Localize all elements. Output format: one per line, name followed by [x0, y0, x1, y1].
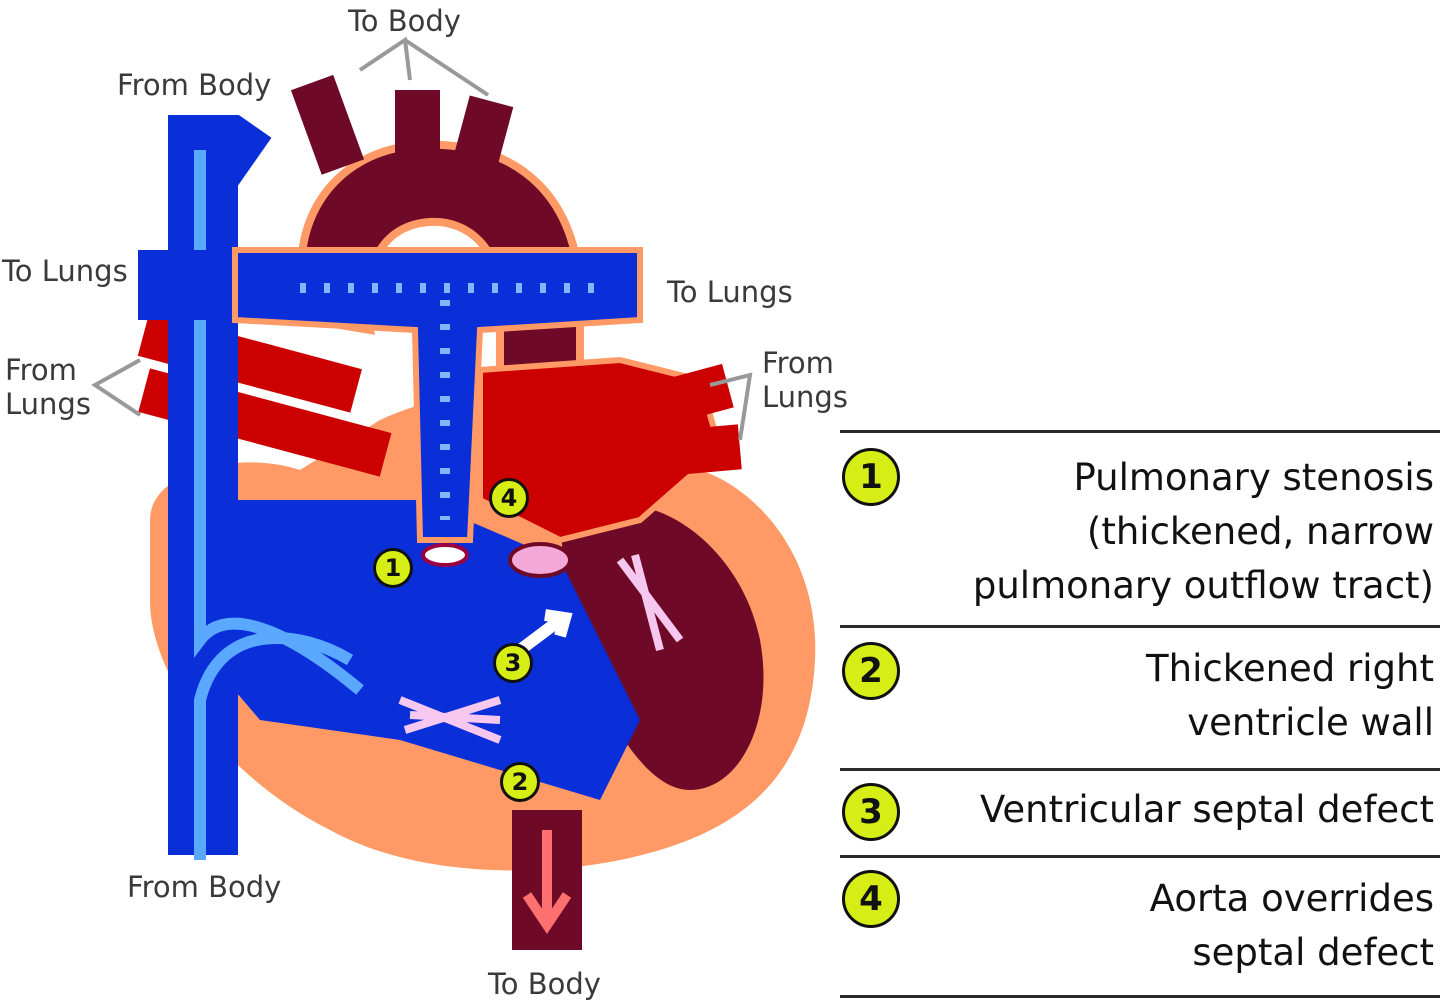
label-from-lungs-left: From Lungs [5, 353, 91, 421]
marker-3: 3 [493, 643, 533, 683]
label-from-lungs-right: From Lungs [762, 346, 848, 414]
legend-badge-2: 2 [842, 642, 900, 700]
label-to-lungs-right: To Lungs [667, 275, 793, 309]
pulmonary-flow-dots [300, 283, 600, 520]
legend-row-3: 3 Ventricular septal defect [840, 768, 1440, 855]
legend-badge-1: 1 [842, 448, 900, 506]
vena-cava-flow [194, 150, 364, 860]
aortic-branch-2 [395, 90, 440, 160]
aortic-valve [508, 542, 572, 578]
legend-text-1: Pulmonary stenosis (thickened, narrow pu… [972, 456, 1434, 607]
mitral-valve [616, 553, 684, 652]
legend-badge-4: 4 [842, 870, 900, 928]
aortic-branch-1 [290, 74, 365, 175]
label-to-body-top: To Body [348, 4, 461, 38]
legend-row-2: 2 Thickened right ventricle wall [840, 625, 1440, 768]
legend-badge-3: 3 [842, 783, 900, 841]
septal-defect-arrow [516, 609, 573, 655]
marker-4: 4 [489, 478, 529, 518]
label-to-lungs-left: To Lungs [2, 254, 128, 288]
leader-from-lungs-left [91, 358, 142, 417]
label-from-body-top: From Body [117, 68, 272, 102]
descending-arrow [522, 830, 572, 935]
aortic-branch-3 [451, 95, 514, 175]
marker-2: 2 [500, 762, 540, 802]
vena-cava-branch [198, 114, 272, 196]
leader-from-lungs-right [709, 372, 753, 441]
legend-text-4: Aorta overrides septal defect [1149, 877, 1434, 974]
label-to-body-bottom: To Body [488, 967, 601, 1001]
legend-text-2: Thickened right ventricle wall [1146, 647, 1434, 744]
leader-to-body-top [358, 36, 490, 97]
pulmonary-vein-right-2 [608, 424, 742, 481]
pulmonary-vein-right-1 [596, 363, 734, 442]
legend-row-1: 1 Pulmonary stenosis (thickened, narrow … [840, 430, 1440, 625]
pulmonary-valve [421, 543, 469, 567]
label-from-body-bottom: From Body [127, 870, 282, 904]
legend-text-3: Ventricular septal defect [979, 788, 1434, 831]
tricuspid-valve [398, 696, 502, 744]
pulmonary-artery-trunk [232, 247, 643, 543]
legend-row-4: 4 Aorta overrides septal defect [840, 855, 1440, 998]
legend: 1 Pulmonary stenosis (thickened, narrow … [840, 430, 1440, 998]
marker-1: 1 [373, 548, 413, 588]
